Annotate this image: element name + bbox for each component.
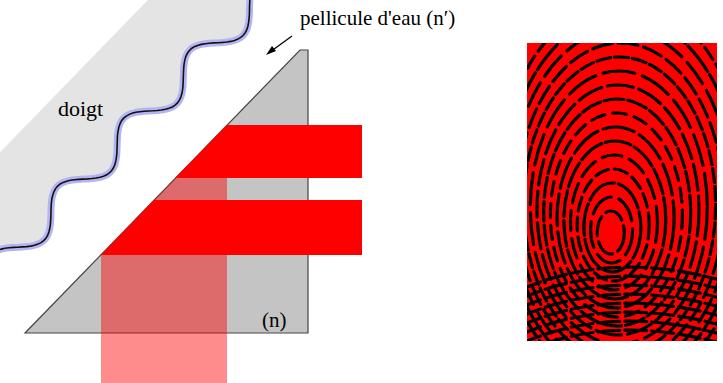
label: (n) xyxy=(262,308,287,333)
water-film xyxy=(0,0,275,250)
label: pellicule d'eau (n′) xyxy=(300,6,455,31)
incident-beam xyxy=(101,200,362,255)
fingerprint-ridges xyxy=(527,43,717,341)
ridge xyxy=(597,211,624,254)
label: doigt xyxy=(58,96,103,122)
ridge xyxy=(527,330,717,341)
arrow-head xyxy=(266,46,276,55)
incident-beam xyxy=(175,125,362,178)
ridge xyxy=(527,43,717,341)
ridge xyxy=(577,169,649,281)
skin-line xyxy=(0,0,275,250)
ridge xyxy=(527,43,717,341)
ridge xyxy=(530,71,707,341)
ridge xyxy=(527,43,717,341)
ridge xyxy=(591,197,633,263)
ridge xyxy=(527,43,717,341)
ridge xyxy=(527,321,717,341)
ridge xyxy=(584,183,641,272)
